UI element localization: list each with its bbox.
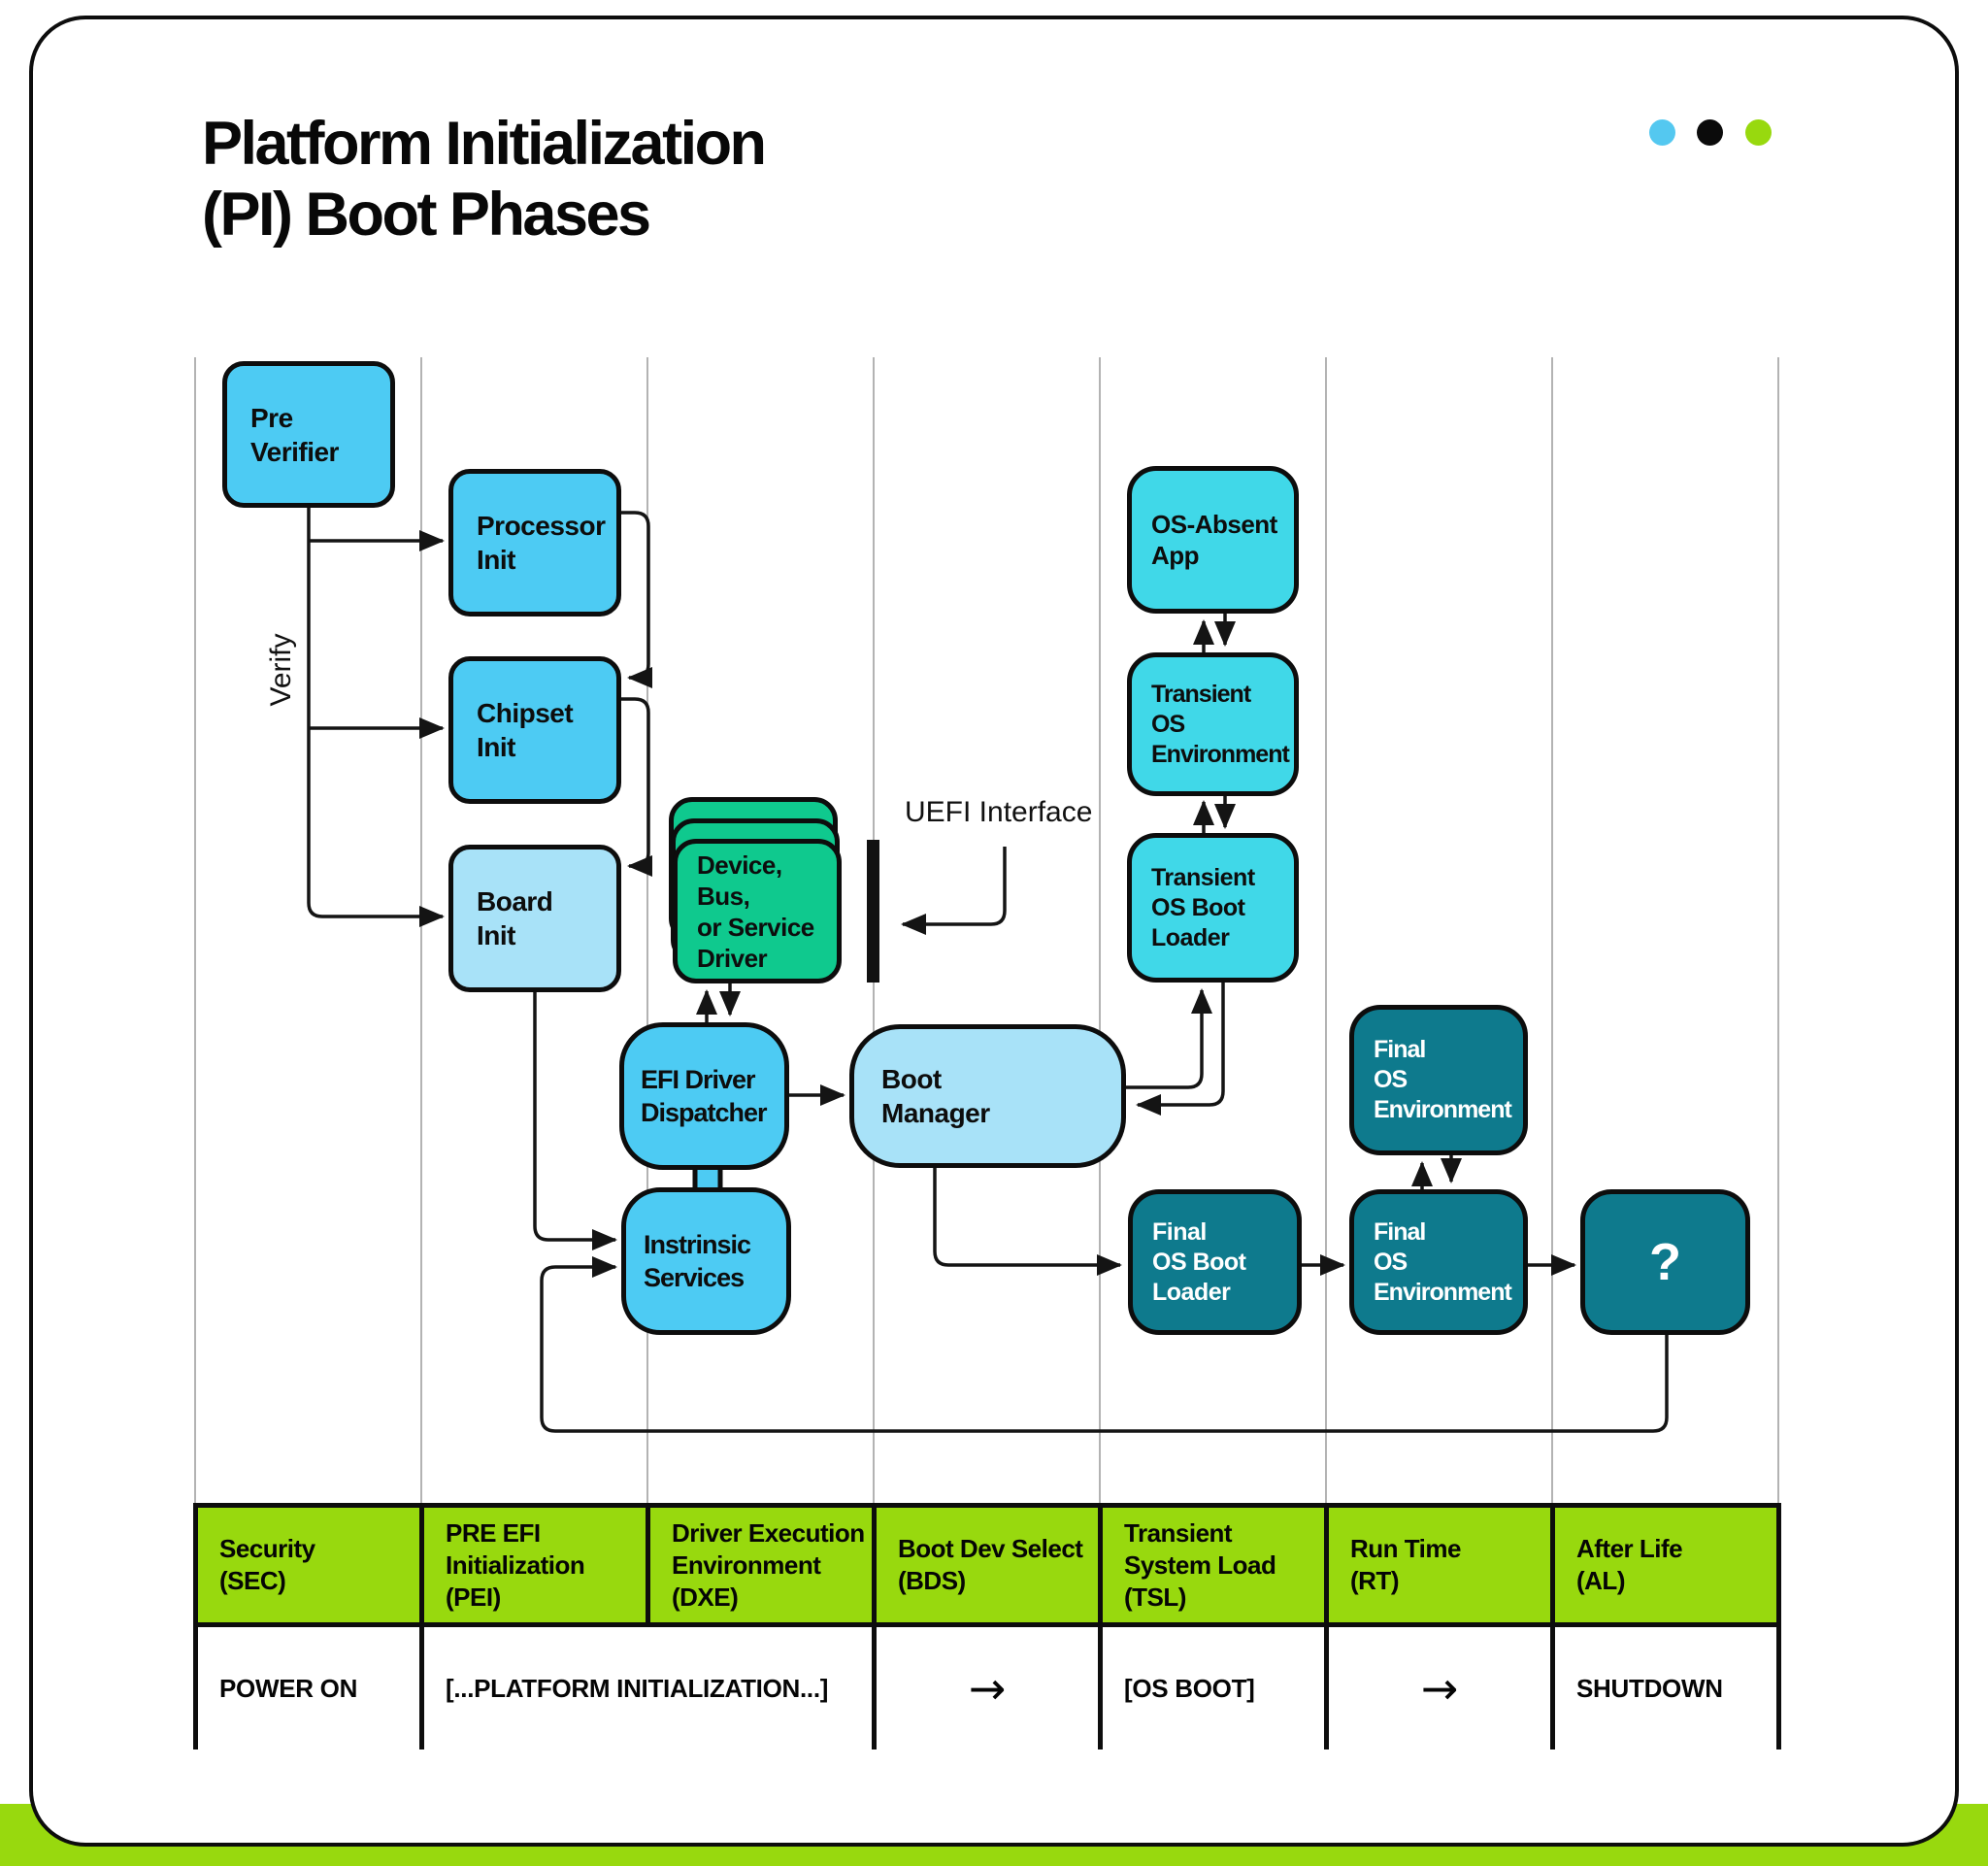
box-os-absent-app: OS-Absent App xyxy=(1127,466,1299,614)
box-final-os-environment-lower: Final OS Environment xyxy=(1349,1189,1528,1335)
blue-dot-icon xyxy=(1649,119,1675,146)
box-device-driver: Device, Bus, or Service Driver xyxy=(673,839,842,983)
box-chipset-init: Chipset Init xyxy=(448,656,621,804)
boot-phases-table: Security (SEC) PRE EFI Initialization (P… xyxy=(193,1503,1781,1749)
arrow-transient-loader-to-bootmanager xyxy=(1136,983,1225,1116)
cell-power-on: POWER ON xyxy=(198,1627,424,1749)
cell-os-boot: [OS BOOT] xyxy=(1103,1627,1329,1749)
page-title: Platform Initialization (PI) Boot Phases xyxy=(202,110,767,249)
box-boot-manager: Boot Manager xyxy=(849,1024,1126,1168)
box-transient-os-environment: Transient OS Environment xyxy=(1127,652,1299,796)
black-dot-icon xyxy=(1697,119,1723,146)
arrow-chipset-to-board xyxy=(621,697,652,877)
phase-header-tsl: Transient System Load (TSL) xyxy=(1103,1503,1329,1627)
uefi-interface-label: UEFI Interface xyxy=(905,796,1093,828)
phase-value-row: POWER ON [...PLATFORM INITIALIZATION...]… xyxy=(193,1627,1781,1749)
box-board-init: Board Init xyxy=(448,845,621,992)
cell-arrow-bds: → xyxy=(877,1627,1103,1749)
box-unknown-phase: ? xyxy=(1580,1189,1750,1335)
arrow-bootmanager-to-final-loader xyxy=(933,1168,1122,1276)
uefi-interface-bar xyxy=(867,840,879,983)
cell-arrow-rt: → xyxy=(1329,1627,1555,1749)
box-transient-os-boot-loader: Transient OS Boot Loader xyxy=(1127,833,1299,983)
box-instrinsic-services: Instrinsic Services xyxy=(621,1187,791,1335)
box-pre-verifier: Pre Verifier xyxy=(222,361,395,508)
cell-shutdown: SHUTDOWN xyxy=(1555,1627,1781,1749)
box-processor-init: Processor Init xyxy=(448,469,621,616)
arrow-processor-to-chipset xyxy=(621,511,652,688)
green-dot-icon xyxy=(1745,119,1772,146)
phase-column-lines xyxy=(194,357,1779,1503)
phase-header-dxe: Driver Execution Environment (DXE) xyxy=(650,1503,877,1627)
phase-header-pei: PRE EFI Initialization (PEI) xyxy=(424,1503,650,1627)
box-efi-driver-dispatcher: EFI Driver Dispatcher xyxy=(619,1022,789,1170)
arrow-verify-to-board-init xyxy=(307,508,445,927)
arrow-uefi-label-to-bar xyxy=(901,847,1007,935)
phase-header-al: After Life (AL) xyxy=(1555,1503,1781,1627)
box-final-os-environment-upper: Final OS Environment xyxy=(1349,1005,1528,1155)
phase-header-row: Security (SEC) PRE EFI Initialization (P… xyxy=(193,1503,1781,1627)
verify-label: Verify xyxy=(265,633,297,707)
cell-platform-initialization: [...PLATFORM INITIALIZATION...] xyxy=(424,1627,877,1749)
arrow-board-to-services xyxy=(533,992,617,1250)
arrow-bootmanager-to-transient-loader xyxy=(1126,988,1212,1089)
arrows xyxy=(307,508,1669,1433)
phase-header-bds: Boot Dev Select (BDS) xyxy=(877,1503,1103,1627)
box-final-os-boot-loader: Final OS Boot Loader xyxy=(1128,1189,1302,1335)
arrow-afterlife-loop-to-services xyxy=(540,1256,1669,1433)
phase-header-rt: Run Time (RT) xyxy=(1329,1503,1555,1627)
phase-header-sec: Security (SEC) xyxy=(198,1503,424,1627)
